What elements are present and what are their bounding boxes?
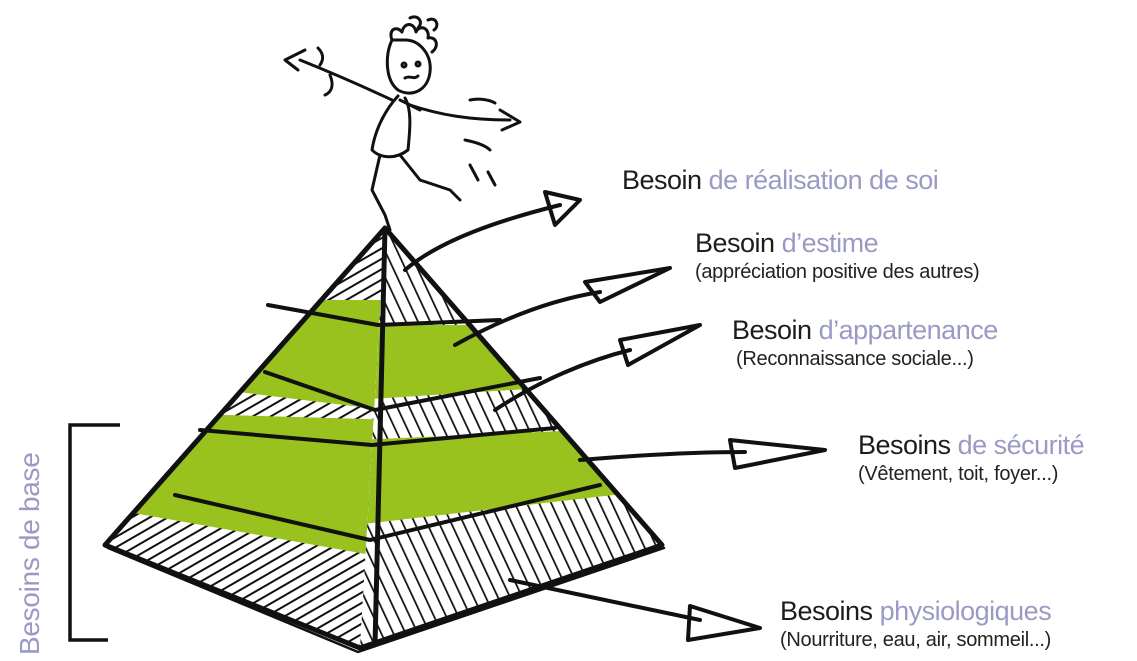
arrow-realisation <box>403 203 562 272</box>
arrow-appartenance <box>493 348 632 412</box>
label-realisation: Besoin de réalisation de soi <box>622 165 939 195</box>
child-figure <box>283 15 522 232</box>
band-left-estime <box>105 300 385 412</box>
label-appartenance: Besoin d’appartenance (Reconnaissance so… <box>732 315 998 370</box>
level-arrows <box>403 190 827 642</box>
arrow-physiologiques <box>508 578 702 622</box>
arrow-securite <box>578 450 747 462</box>
label-physiologiques: Besoins physiologiques (Nourriture, eau,… <box>780 596 1052 651</box>
base-needs-label: Besoins de base <box>14 452 45 655</box>
label-securite: Besoins de sécurité (Vêtement, toit, foy… <box>858 430 1085 485</box>
arrow-estime <box>453 290 602 347</box>
label-estime: Besoin d’estime (appréciation positive d… <box>695 228 980 283</box>
base-needs-bracket <box>68 423 120 642</box>
pyramid-outline <box>102 225 666 654</box>
